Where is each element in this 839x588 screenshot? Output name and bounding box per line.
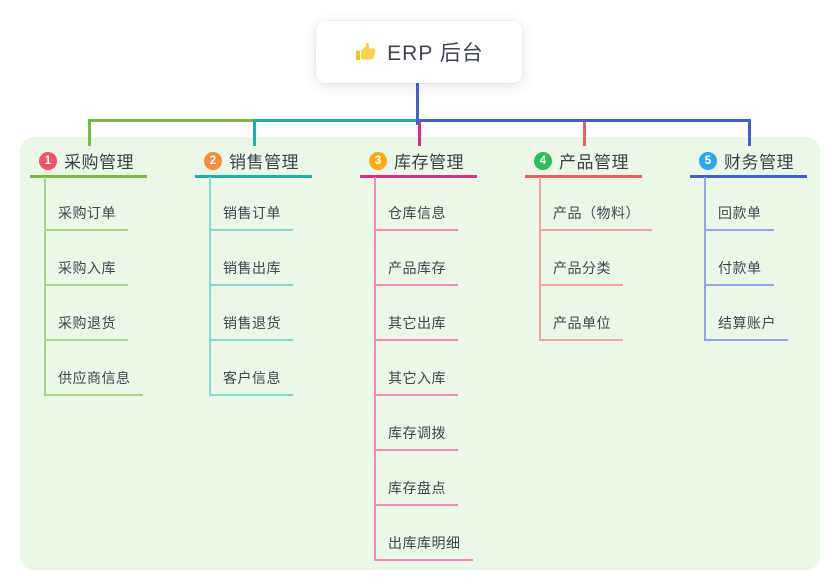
topic-label: 财务管理 — [724, 153, 794, 172]
branch-number-badge: 5 — [699, 151, 717, 170]
branch-product-management: 4 产品管理产品（物料） 产品分类产品单位 — [525, 146, 695, 341]
connector-line — [704, 177, 706, 341]
connector-line — [253, 119, 256, 146]
child-topic[interactable]: 产品库存 — [374, 256, 458, 286]
child-topic[interactable]: 其它出库 — [374, 311, 458, 341]
child-topic[interactable]: 销售退货 — [209, 311, 293, 341]
child-topic[interactable]: 客户信息 — [209, 366, 293, 396]
child-topic[interactable]: 产品单位 — [539, 311, 623, 341]
child-topic[interactable]: 其它入库 — [374, 366, 458, 396]
child-topic[interactable]: 销售订单 — [209, 201, 293, 231]
child-topic[interactable]: 产品（物料） — [539, 201, 652, 231]
thumbs-up-icon — [354, 41, 377, 64]
branch-finance-management: 5 财务管理回款单付款单结算账户 — [690, 146, 839, 341]
branch-sales-management: 2 销售管理销售订单销售出库销售退货客户信息 — [195, 146, 365, 396]
root-topic-label: ERP 后台 — [387, 42, 484, 65]
connector-line — [374, 177, 376, 561]
branch-inventory-management: 3 库存管理仓库信息产品库存其它出库其它入库库存调拨库存盘点出库库明细 — [360, 146, 530, 561]
branch-number-badge: 4 — [534, 151, 552, 170]
child-topic[interactable]: 库存盘点 — [374, 476, 458, 506]
topic-label: 采购管理 — [64, 153, 134, 172]
topic-label: 产品管理 — [559, 153, 629, 172]
child-topic[interactable]: 采购订单 — [44, 201, 128, 231]
branch-number-badge: 1 — [39, 151, 57, 170]
branch-purchase-management: 1 采购管理采购订单采购入库采购退货供应商信息 — [30, 146, 200, 396]
connector-line — [44, 177, 46, 396]
connector-line — [209, 177, 211, 396]
child-topic[interactable]: 产品分类 — [539, 256, 623, 286]
child-topic[interactable]: 结算账户 — [704, 311, 788, 341]
branch-number-badge: 2 — [204, 151, 222, 170]
branches-panel — [20, 137, 820, 570]
child-topic[interactable]: 回款单 — [704, 201, 774, 231]
connector-line — [88, 119, 256, 122]
child-topic[interactable]: 供应商信息 — [44, 366, 143, 396]
root-topic[interactable]: ERP 后台 — [316, 21, 522, 83]
connector-line — [418, 119, 421, 146]
topic-label: 库存管理 — [394, 153, 464, 172]
connector-line — [583, 119, 586, 146]
topic-inventory-management[interactable]: 3 库存管理 — [360, 146, 477, 178]
connector-line — [748, 119, 751, 146]
child-topic[interactable]: 销售出库 — [209, 256, 293, 286]
child-topic[interactable]: 采购退货 — [44, 311, 128, 341]
topic-purchase-management[interactable]: 1 采购管理 — [30, 146, 147, 178]
child-topic[interactable]: 仓库信息 — [374, 201, 458, 231]
child-topic[interactable]: 出库库明细 — [374, 531, 473, 561]
child-topic[interactable]: 库存调拨 — [374, 421, 458, 451]
branch-number-badge: 3 — [369, 151, 387, 170]
topic-finance-management[interactable]: 5 财务管理 — [690, 146, 807, 178]
connector-line — [418, 119, 751, 122]
connector-line — [253, 119, 421, 122]
topic-sales-management[interactable]: 2 销售管理 — [195, 146, 312, 178]
topic-product-management[interactable]: 4 产品管理 — [525, 146, 642, 178]
connector-line — [88, 119, 91, 146]
topic-label: 销售管理 — [229, 153, 299, 172]
child-topic[interactable]: 采购入库 — [44, 256, 128, 286]
connector-line — [416, 83, 419, 125]
child-topic[interactable]: 付款单 — [704, 256, 774, 286]
connector-line — [539, 177, 541, 341]
